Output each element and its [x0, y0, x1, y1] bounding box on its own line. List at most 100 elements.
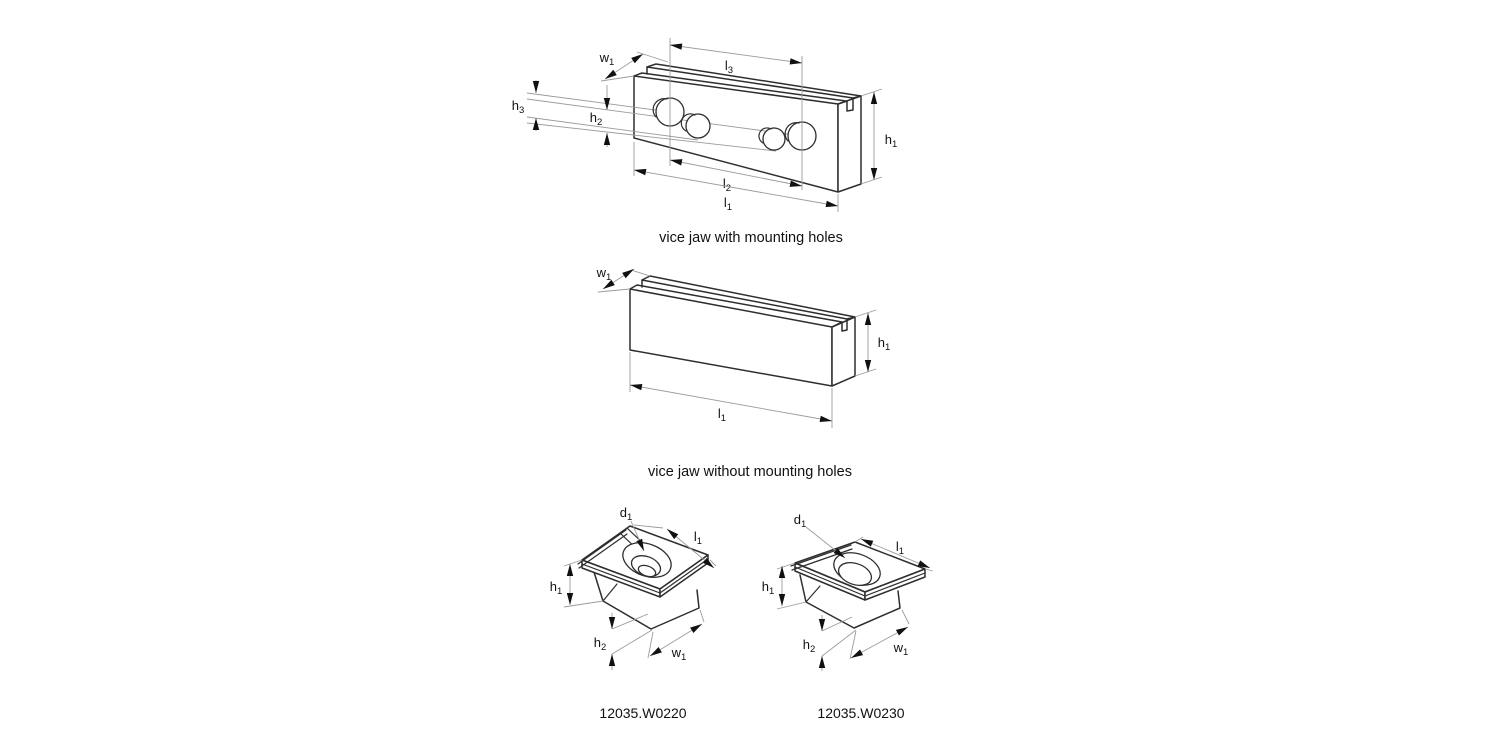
dim-label-w1: w1 [893, 640, 909, 658]
mounting-hole-4-counterbore [784, 122, 800, 142]
extension-line [597, 288, 631, 293]
dimension-l1: l1 [633, 524, 717, 569]
dimension-line [850, 626, 909, 659]
extension-line [854, 368, 877, 377]
dimension-h3: h3 [512, 80, 540, 131]
dimension-d1: d1 [620, 505, 645, 552]
extension-line [924, 568, 934, 572]
extension-line [849, 630, 857, 660]
dim-label-h1: h1 [550, 579, 563, 597]
dim-label-h3: h3 [512, 98, 525, 116]
jaw2-groove-profile [831, 316, 856, 332]
dimension-line [633, 168, 839, 208]
leader-line [630, 520, 645, 552]
reference-line-upper-1 [526, 92, 671, 113]
mounting-hole-2 [685, 113, 711, 139]
figure-t-nut-w0220: d1 l1 h1 h2 w1 [550, 505, 717, 721]
dim-label-h1: h1 [762, 579, 775, 597]
dimension-h2: h2 [594, 613, 653, 670]
dimension-line [604, 53, 644, 80]
dimension-line [602, 268, 635, 290]
dim-label-l1: l1 [718, 406, 726, 424]
caption-jaw-with-holes: vice jaw with mounting holes [659, 230, 843, 246]
dimension-d1: d1 [794, 512, 846, 559]
dim-label-h1: h1 [878, 335, 891, 353]
dimension-h2: h2 [803, 615, 857, 671]
dim-label-h1: h1 [885, 132, 898, 150]
dimension-l1: l1 [854, 536, 934, 572]
jaw2-end-face [831, 316, 856, 387]
reference-line [611, 613, 649, 630]
caption-jaw-without-holes: vice jaw without mounting holes [648, 464, 852, 480]
tnut1-base-corner-edge [602, 583, 618, 602]
jaw2-front-face [629, 288, 833, 387]
dimension-w1: w1 [849, 609, 910, 660]
figure-jaw-without-mounting-holes: w1 h1 l1 vice jaw without mounting holes [596, 265, 891, 480]
dimension-w1: w1 [596, 265, 651, 293]
reference-line [821, 629, 857, 657]
tnut1-lip-line-front [581, 563, 661, 594]
dim-label-d1: d1 [794, 512, 807, 530]
dim-label-l2: l2 [723, 176, 731, 194]
extension-line [854, 536, 864, 543]
part-number-w0230: 12035.W0230 [817, 705, 904, 721]
extension-line [699, 609, 705, 623]
tnut2-lip-line-front [794, 566, 866, 597]
dim-label-d1: d1 [620, 505, 633, 523]
dim-label-w1: w1 [599, 50, 615, 68]
dimension-l1: l1 [629, 352, 833, 428]
extension-line [636, 51, 669, 63]
mounting-hole-1-counterbore [652, 98, 668, 118]
extension-line [860, 88, 883, 97]
mounting-hole-3-counterbore [758, 127, 772, 144]
extension-line [854, 309, 877, 318]
reference-line [821, 616, 853, 632]
extension-line [630, 269, 651, 277]
dimension-w1: w1 [599, 50, 669, 82]
figure-t-nut-w0230: d1 l1 h1 h2 w1 [762, 512, 934, 721]
dimension-line [649, 623, 703, 657]
extension-line [776, 601, 807, 610]
leader-line [805, 526, 846, 559]
dimension-l3: l3 [669, 38, 803, 190]
dim-label-h2: h2 [594, 635, 607, 653]
extension-line [633, 524, 664, 529]
tnut2-lip-line-side [864, 572, 926, 597]
extension-line [563, 600, 604, 608]
dimension-w1: w1 [647, 609, 705, 663]
dimension-h1: h1 [762, 562, 807, 610]
dim-label-l3: l3 [725, 58, 733, 76]
dimension-line [669, 43, 803, 65]
dim-label-l1: l1 [724, 195, 732, 213]
tnut1-lip-line-left-2 [578, 533, 628, 569]
extension-line [901, 609, 910, 625]
reference-line-lower-2 [526, 122, 777, 152]
dim-label-l1: l1 [694, 529, 702, 547]
tnut1-through-hole [637, 564, 657, 578]
reference-line-lower-1 [526, 116, 699, 141]
part-number-w0220: 12035.W0220 [599, 705, 686, 721]
dim-label-w1: w1 [671, 645, 687, 663]
dimension-l1: l1 [633, 142, 839, 213]
mounting-hole-2-counterbore [680, 113, 696, 132]
dimension-h1: h1 [860, 88, 898, 185]
jaw1-rail-back-edge [646, 63, 862, 97]
dimension-line [666, 528, 715, 569]
dim-label-h2: h2 [803, 637, 816, 655]
tnut2-hole-bore [837, 561, 873, 587]
dimension-h1: h1 [550, 559, 604, 608]
figure-jaw-with-mounting-holes: w1 l3 h3 h2 h1 [512, 38, 898, 246]
mounting-hole-3 [762, 127, 786, 151]
dim-label-l1: l1 [896, 539, 904, 557]
dimension-line [629, 383, 833, 423]
tnut2-base-corner-edge [805, 585, 821, 603]
dim-label-h2: h2 [590, 110, 603, 128]
extension-line [860, 176, 883, 185]
dim-label-w1: w1 [596, 265, 612, 283]
reference-line [611, 629, 653, 655]
dimension-line [860, 538, 931, 569]
dimension-h1: h1 [854, 309, 891, 377]
tnut1-lip-line-left-1 [577, 529, 627, 565]
